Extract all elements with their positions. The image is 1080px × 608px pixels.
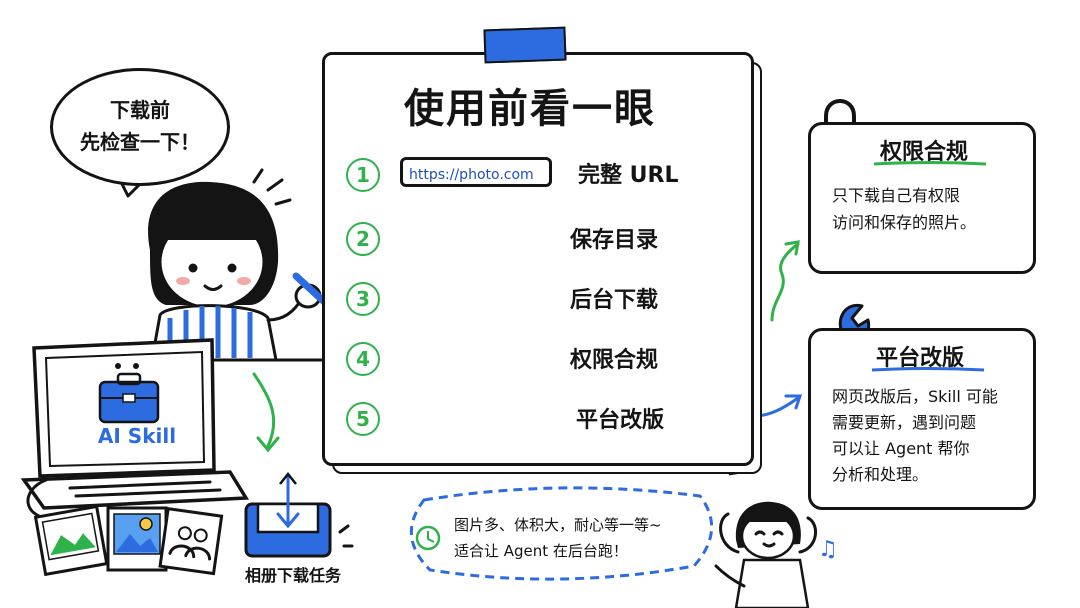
permission-title-underline <box>873 161 987 166</box>
album-download-label: 相册下载任务 <box>244 566 341 585</box>
step-number-5: 5 <box>346 402 380 436</box>
arrow-laptop-to-album <box>252 372 276 448</box>
arrow-to-permission-card <box>770 242 800 322</box>
step-number-1: 1 <box>346 158 380 192</box>
bottom-note-text: 图片多、体积大，耐心等一等~ 适合让 Agent 在后台跑！ <box>454 516 662 560</box>
permission-card <box>808 122 1036 274</box>
platform-card-title: 平台改版 <box>876 346 965 371</box>
url-box: https://photo.com <box>400 157 552 187</box>
note-cloud <box>410 486 714 581</box>
page-title: 使用前看一眼 <box>404 86 656 132</box>
speech-bubble-text: 下载前 先检查一下！ <box>80 98 200 154</box>
relaxing-girl-illustration: ♫ <box>714 501 838 608</box>
platform-title-underline <box>871 367 985 372</box>
girl-illustration <box>148 168 350 362</box>
laptop-label: AI Skill <box>97 424 177 448</box>
photo-cards <box>33 504 224 577</box>
step-label-3: 后台下载 <box>570 288 659 313</box>
speech-bubble <box>50 68 230 186</box>
download-tray-icon <box>244 471 354 558</box>
step-label-2: 保存目录 <box>570 228 659 253</box>
platform-card-body: 网页改版后，Skill 可能 需要更新，遇到问题 可以让 Agent 帮你 分析… <box>832 387 998 484</box>
small-clock-icon <box>415 525 441 551</box>
music-note-icon: ♫ <box>818 537 838 562</box>
step-label-4: 权限合规 <box>570 348 659 373</box>
step-number-2: 2 <box>346 222 380 256</box>
permission-card-body: 只下载自己有权限 访问和保存的照片。 <box>832 186 977 232</box>
platform-card <box>808 328 1036 510</box>
step-label-5: 平台改版 <box>576 408 665 433</box>
laptop-illustration <box>20 338 250 522</box>
step-number-3: 3 <box>346 282 380 316</box>
step-label-1: 完整 URL <box>578 163 679 188</box>
tape <box>483 26 567 64</box>
permission-card-title: 权限合规 <box>880 140 969 165</box>
step-number-4: 4 <box>346 342 380 376</box>
